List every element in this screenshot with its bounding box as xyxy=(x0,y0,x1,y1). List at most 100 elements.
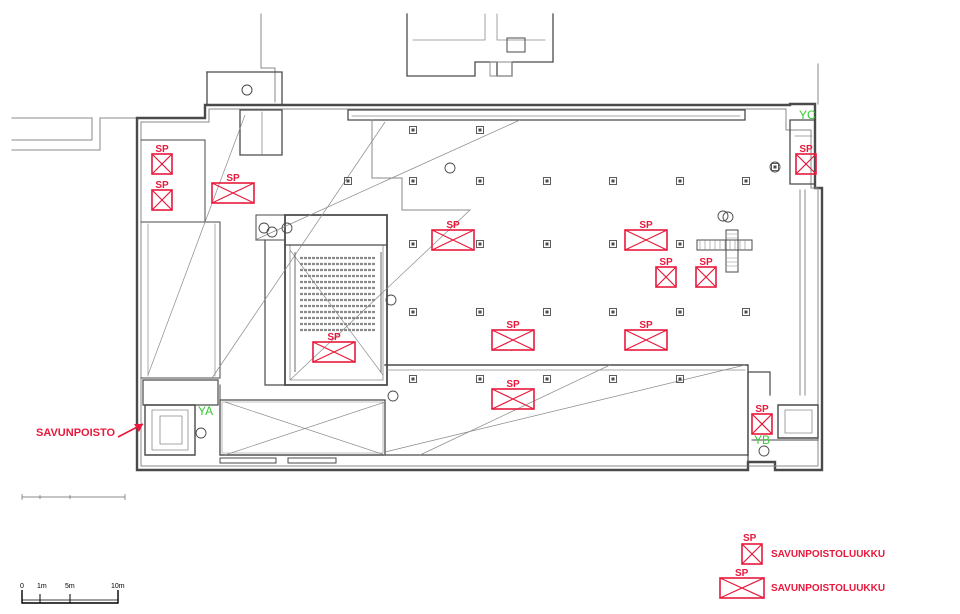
hatch-cross xyxy=(491,329,535,351)
smoke-hatch: SP xyxy=(211,173,255,204)
column-marker xyxy=(742,177,750,185)
reference-circle xyxy=(385,294,397,306)
smoke-hatch: SP xyxy=(151,180,173,211)
column-marker xyxy=(476,308,484,316)
column-grid xyxy=(344,126,779,383)
column-marker xyxy=(742,308,750,316)
hatch-cross xyxy=(431,229,475,251)
column-marker xyxy=(409,375,417,383)
hatch-sp-label: SP xyxy=(446,220,460,231)
column-marker xyxy=(409,240,417,248)
wide-hatch-icon xyxy=(491,329,535,351)
smoke-hatch: SP xyxy=(624,320,668,351)
wide-hatch-icon xyxy=(624,229,668,251)
hatch-sp-label: SP xyxy=(659,257,673,268)
smoke-hatch: SP xyxy=(695,257,717,288)
column-marker xyxy=(476,375,484,383)
legend-wide-cross xyxy=(719,577,765,599)
column-marker xyxy=(344,177,352,185)
column-marker xyxy=(609,308,617,316)
aisle-lines xyxy=(294,252,382,372)
wide-hatch-icon xyxy=(624,329,668,351)
column-marker xyxy=(771,163,779,171)
reference-circle xyxy=(195,427,207,439)
plan-labels: YA YB YC SAVUNPOISTO xyxy=(36,108,816,447)
legend-sp-label-1: SP xyxy=(743,533,757,544)
scale-bar: 0 1m 5m 10m xyxy=(20,494,126,604)
hatch-cross xyxy=(151,153,173,175)
column-marker xyxy=(476,240,484,248)
hatch-sp-label: SP xyxy=(755,404,769,415)
hatch-cross xyxy=(312,341,356,363)
auditorium-seating xyxy=(294,252,382,372)
legend-label-2: SAVUNPOISTOLUUKKU xyxy=(771,583,885,594)
scale-tick-0: 0 xyxy=(20,583,24,590)
reference-markers xyxy=(195,84,781,457)
column-marker xyxy=(609,240,617,248)
column-marker xyxy=(676,177,684,185)
hatch-cross xyxy=(624,329,668,351)
building-structure xyxy=(11,13,824,472)
square-hatch-icon xyxy=(151,153,173,175)
hatch-sp-label: SP xyxy=(639,220,653,231)
smoke-hatch: SP xyxy=(655,257,677,288)
reference-circle xyxy=(258,222,270,234)
hatch-cross xyxy=(624,229,668,251)
hatch-cross xyxy=(795,153,817,175)
smoke-exhaust-label: SAVUNPOISTO xyxy=(36,427,115,439)
smoke-hatch: SP xyxy=(151,144,173,175)
smoke-hatch: SP xyxy=(624,220,668,251)
reference-circle xyxy=(387,390,399,402)
column-marker xyxy=(543,308,551,316)
square-hatch-icon xyxy=(751,413,773,435)
hatch-cross xyxy=(655,266,677,288)
column-marker xyxy=(409,177,417,185)
small-scale-rule xyxy=(21,494,126,500)
hatch-sp-label: SP xyxy=(226,173,240,184)
square-hatch-icon xyxy=(795,153,817,175)
wide-hatch-icon xyxy=(312,341,356,363)
scale-tick-5m: 5m xyxy=(65,583,75,590)
hatch-sp-label: SP xyxy=(699,257,713,268)
column-marker xyxy=(476,177,484,185)
hatch-cross xyxy=(751,413,773,435)
arrow-head-icon xyxy=(134,424,143,432)
column-marker xyxy=(543,375,551,383)
legend-square-cross xyxy=(741,543,763,565)
legend-wide-hatch-icon xyxy=(719,577,765,599)
legend-item-square: SP SAVUNPOISTOLUUKKU xyxy=(741,533,885,565)
column-marker xyxy=(676,240,684,248)
square-hatch-icon xyxy=(151,189,173,211)
stair-label-b: YB xyxy=(754,433,770,447)
hatch-sp-label: SP xyxy=(506,320,520,331)
reference-circle xyxy=(758,445,770,457)
scale-tick-1m: 1m xyxy=(37,583,47,590)
column-marker xyxy=(676,308,684,316)
wide-hatch-icon xyxy=(491,388,535,410)
square-hatch-icon xyxy=(695,266,717,288)
smoke-hatch: SP xyxy=(795,144,817,175)
column-marker xyxy=(609,177,617,185)
column-marker xyxy=(476,126,484,134)
hatch-sp-label: SP xyxy=(155,180,169,191)
column-marker xyxy=(609,375,617,383)
reference-circle xyxy=(717,210,729,222)
legend-label-1: SAVUNPOISTOLUUKKU xyxy=(771,549,885,560)
column-marker xyxy=(543,240,551,248)
smoke-hatch: SP xyxy=(751,404,773,435)
hatch-cross xyxy=(211,182,255,204)
hatch-sp-label: SP xyxy=(327,332,341,343)
reference-circle xyxy=(722,211,734,223)
legend-sp-label-2: SP xyxy=(735,568,749,579)
column-marker xyxy=(543,177,551,185)
reference-circle xyxy=(241,84,253,96)
scale-tick-10m: 10m xyxy=(111,583,125,590)
legend-item-wide: SP SAVUNPOISTOLUUKKU xyxy=(719,568,885,599)
hatch-cross xyxy=(491,388,535,410)
stair-label-c: YC xyxy=(799,108,816,122)
wide-hatch-icon xyxy=(211,182,255,204)
smoke-hatch: SP xyxy=(431,220,475,251)
smoke-hatch: SP xyxy=(491,320,535,351)
